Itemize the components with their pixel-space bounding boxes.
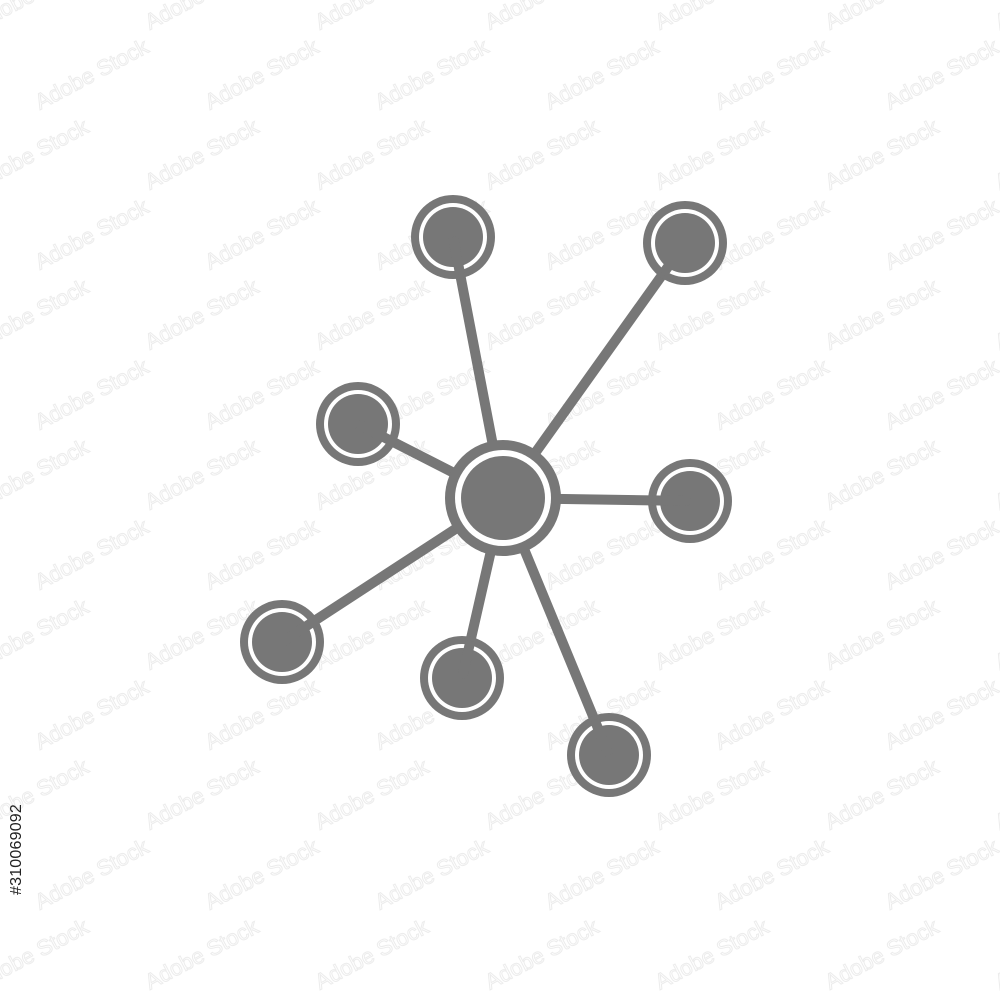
network-node	[420, 636, 504, 720]
network-nodes	[240, 195, 732, 797]
network-node	[648, 459, 732, 543]
node-edge-bridge	[651, 495, 691, 506]
hub-core	[461, 456, 545, 540]
network-node	[567, 713, 651, 797]
node-edge-bridge	[279, 617, 317, 647]
network-node	[240, 600, 324, 684]
node-edge-bridge	[457, 639, 476, 680]
center-hub-node	[445, 440, 561, 556]
node-edge-bridge	[355, 419, 395, 446]
node-edge-bridge	[589, 717, 614, 757]
node-edge-bridge	[448, 236, 466, 276]
network-node	[316, 382, 400, 466]
node-edge-bridge	[658, 240, 690, 277]
stock-id-text: #310069092	[8, 804, 25, 895]
network-node	[643, 201, 727, 285]
network-node	[411, 195, 495, 279]
